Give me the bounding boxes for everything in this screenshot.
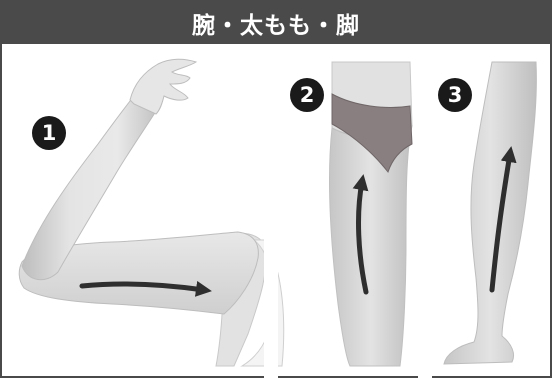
step-number: 2 — [299, 83, 315, 107]
leg-arrow-icon — [489, 146, 517, 293]
page-title: 腕・太もも・脚 — [192, 13, 360, 39]
step-badge-3: 3 — [438, 78, 472, 112]
step-badge-2: 2 — [290, 78, 324, 112]
illustration-area — [18, 44, 537, 378]
step-number: 1 — [41, 121, 57, 145]
arm-arrow-icon — [79, 280, 212, 297]
leg-illustration — [443, 61, 537, 365]
arm-illustration — [18, 58, 285, 367]
step-number: 3 — [447, 83, 463, 107]
step-badge-1: 1 — [32, 116, 66, 150]
panel-header: 腕・太もも・脚 — [2, 2, 550, 44]
thigh-illustration — [329, 61, 413, 367]
thigh-arrow-icon — [352, 174, 369, 295]
